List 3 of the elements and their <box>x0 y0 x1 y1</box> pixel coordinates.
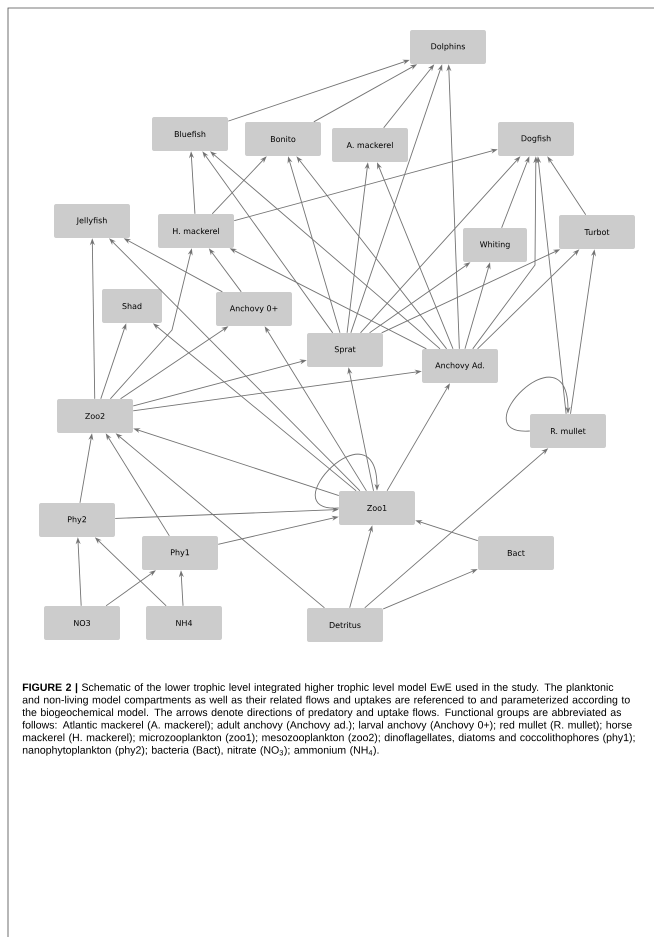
arrow <box>506 376 571 432</box>
caption: FIGURE 2 | Schematic of the lower trophic level integrated higher trophic level model EwE used in the study. The planktonic and non-living model compartments as well as their related flows and uptakes are referenced to and parameterized according to the biogeochemical model. The arrows denote directions of predatory and uptake flows. Functional groups are abbreviated as follows: Atlantic mackerel (A. mackerel); adult anchovy (Anchovy ad.); larval anchovy (Anchovy 0+); red mullet (R. mullet); horse mackerel (H. mackerel); microzooplankton (zoo1); mesozooplankton (zoo2); dinoflagellates, diatoms and coccolithophores (phy1); nanophytoplankton (phy2); bacteria (Bact), nitrate (NO$_{3}$); ammonium (NH$_{4}$). <box>22 683 635 756</box>
arrow <box>314 454 380 508</box>
